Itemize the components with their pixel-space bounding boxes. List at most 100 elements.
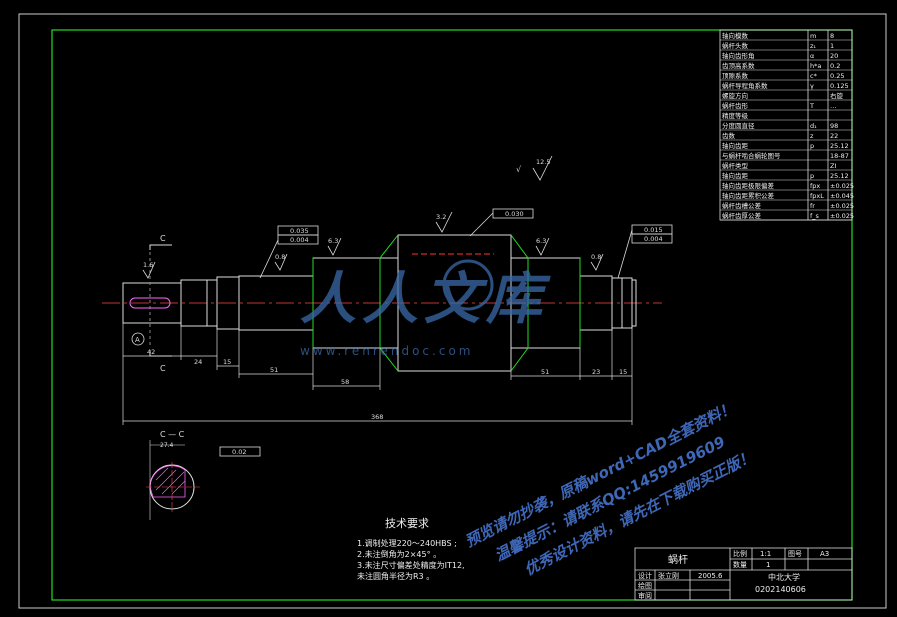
student-id: 0202140606 [755, 585, 806, 594]
dim-42: 42 [147, 348, 155, 356]
param-name: 蜗杆导程角系数 [722, 81, 768, 90]
tolerance-frames [219, 208, 673, 457]
param-name: 分度圆直径 [722, 121, 755, 130]
param-name: 蜗杆头数 [722, 41, 749, 50]
dim-368: 368 [371, 413, 383, 421]
tol-3: 0.030 [505, 210, 524, 218]
param-symbol: T [809, 102, 814, 110]
param-symbol: fr [810, 202, 815, 210]
worm-shaft [122, 234, 637, 372]
tol-2: 0.004 [290, 236, 309, 244]
param-name: 轴向齿距极限偏差 [722, 181, 775, 190]
dim-23: 23 [592, 368, 600, 376]
outer-border [18, 13, 887, 609]
param-symbol: p [810, 142, 814, 150]
roughness-symbols [142, 155, 604, 279]
param-value: 0.25 [830, 72, 844, 80]
label-scale: 比例 [733, 549, 747, 558]
param-value: ±0.025 [830, 202, 854, 210]
roughness-2: 3.2 [436, 213, 446, 221]
param-name: 蜗杆类型 [722, 161, 749, 170]
qty-value: 1 [766, 561, 770, 569]
param-value: 右旋 [830, 91, 844, 100]
param-symbol: fpx [810, 182, 820, 190]
label-checker: 审阅 [638, 591, 652, 600]
dim-24: 24 [194, 358, 202, 366]
label-designer: 设计 [638, 571, 652, 580]
param-name: 轴向齿距 [722, 141, 749, 150]
param-symbol: γ [810, 82, 814, 90]
dim-58: 58 [341, 378, 349, 386]
param-name: 齿数 [722, 131, 736, 140]
label-qty: 数量 [733, 560, 747, 569]
design-date: 2005.6 [698, 572, 723, 580]
tol-1: 0.035 [290, 227, 309, 235]
dim-51b: 51 [541, 368, 549, 376]
roughness-7: 1.6 [143, 261, 153, 269]
param-value: 8 [830, 32, 834, 40]
section-title: C — C [160, 430, 185, 439]
part-name: 蜗杆 [668, 554, 688, 566]
label-drawer: 绘图 [638, 581, 652, 590]
roughness-main: 12.5 [536, 158, 550, 166]
cut-label-bottom: C [160, 364, 166, 373]
watermark-url: www.renrendoc.com [300, 344, 473, 358]
param-name: 顶隙系数 [722, 71, 749, 80]
tech-line-2: 2.未注倒角为2×45° 。 [357, 549, 441, 559]
param-symbol: p [810, 172, 814, 180]
worm-thread [312, 234, 581, 372]
param-name: 轴向齿距累积公差 [722, 191, 775, 200]
label-dwg: 图号 [788, 550, 802, 558]
param-symbol: f_s [810, 212, 820, 220]
tol-6: 0.02 [232, 448, 246, 456]
roughness-5: 0.8 [275, 253, 285, 261]
param-name: 齿顶高系数 [722, 61, 755, 70]
school-name: 中北大学 [768, 572, 800, 582]
cut-label-top: C [160, 234, 166, 243]
param-name: 蜗杆齿形 [722, 101, 749, 110]
dim-15b: 15 [619, 368, 627, 376]
param-value: ZI [830, 162, 836, 170]
tech-line-1: 1.调制处理220～240HBS ; [357, 538, 457, 548]
watermark: 人人文库 www.renrendoc.com [300, 259, 551, 358]
param-value: 98 [830, 122, 838, 130]
param-value: ±0.025 [830, 212, 854, 220]
watermark-logo: 人人文库 [300, 267, 551, 332]
param-name: 螺旋方向 [722, 91, 748, 100]
inner-border [51, 29, 853, 601]
param-symbol: h*a [810, 62, 821, 70]
tech-title: 技术要求 [385, 517, 429, 530]
scale-value: 1:1 [760, 550, 771, 558]
datum-circle [131, 332, 145, 346]
param-value: 18-87 [830, 152, 849, 160]
param-symbol: z [810, 132, 814, 140]
section-view [146, 440, 200, 520]
param-symbol: z₁ [810, 42, 816, 50]
param-value: … [830, 102, 837, 110]
param-symbol: m [810, 32, 816, 40]
param-symbol: c* [810, 72, 818, 80]
param-name: 轴向齿形角 [722, 51, 755, 60]
check-mark: √ [516, 165, 522, 174]
param-value: ±0.045 [830, 192, 854, 200]
param-symbol: α [810, 52, 814, 60]
dim-15a: 15 [223, 358, 231, 366]
dim-51a: 51 [270, 366, 278, 374]
section-cut-marks [149, 244, 172, 357]
dimension-lines [122, 323, 633, 425]
param-value: 25.12 [830, 172, 849, 180]
param-symbol: d₁ [810, 122, 817, 130]
title-block [634, 547, 853, 601]
tech-line-3: 3.未注尺寸偏差处精度为IT12, [357, 560, 465, 570]
tol-4: 0.015 [644, 226, 663, 234]
roughness-6: 0.8 [591, 253, 601, 261]
roughness-3: 6.3 [328, 237, 338, 245]
param-value: ±0.025 [830, 182, 854, 190]
param-value: 1 [830, 42, 834, 50]
tol-5: 0.004 [644, 235, 663, 243]
param-name: 精度等级 [722, 111, 749, 120]
dim-27-4: 27.4 [160, 442, 174, 449]
designer-name: 张立刚 [658, 571, 679, 580]
